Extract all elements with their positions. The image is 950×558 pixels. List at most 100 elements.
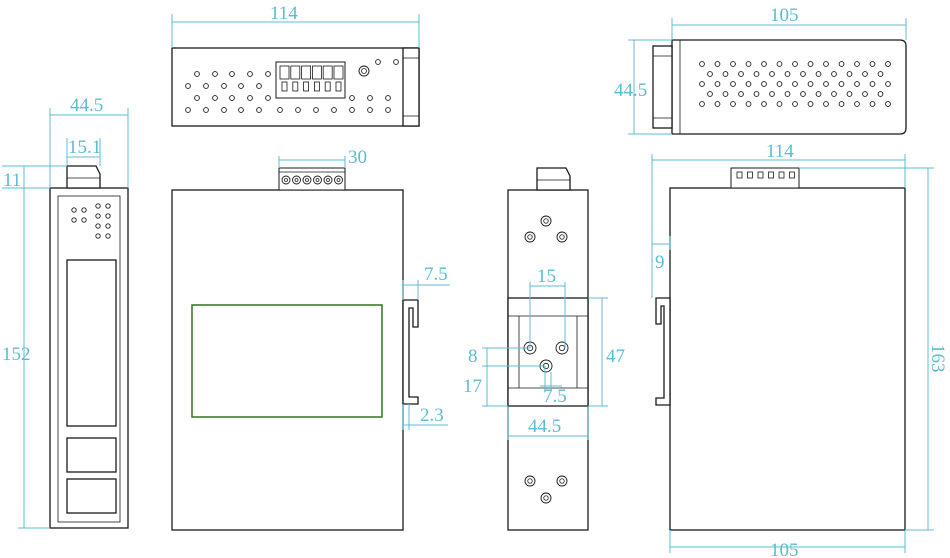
vent-hole — [707, 91, 713, 97]
vent-hole — [784, 71, 791, 77]
vent-hole — [815, 91, 822, 97]
terminal-pin — [335, 81, 342, 92]
vent-hole — [722, 71, 729, 77]
screw-hole — [524, 475, 536, 487]
vent-hole — [745, 81, 752, 87]
vent-hole — [815, 71, 822, 77]
vent-hole — [221, 83, 227, 89]
vent-hole — [854, 101, 860, 107]
dim-label-rear-15: 15 — [537, 266, 556, 287]
dim-label-right-114: 114 — [766, 141, 794, 162]
vent-hole — [349, 107, 355, 113]
terminal-slot — [290, 65, 301, 80]
vent-hole — [877, 71, 884, 77]
terminal-screw-center — [294, 178, 299, 182]
vent-hole — [277, 107, 283, 113]
vent-hole — [194, 71, 200, 77]
vent-hole — [722, 91, 729, 97]
vent-hole — [699, 61, 705, 67]
terminal-slot — [311, 65, 322, 80]
vent-hole — [238, 83, 244, 89]
vent-hole — [776, 61, 783, 67]
dim-label-rear-44-5: 44.5 — [528, 416, 561, 437]
vent-hole — [265, 95, 271, 101]
rear-view-connector — [536, 167, 571, 191]
terminal-pin — [778, 171, 785, 179]
vent-hole — [769, 91, 775, 97]
vent-hole — [838, 61, 845, 67]
vent-hole — [831, 91, 837, 97]
terminal-screw-center — [284, 178, 288, 182]
top-right-vent-holes — [699, 61, 891, 107]
led-dot — [71, 207, 77, 213]
vent-hole — [838, 81, 845, 87]
right-view-body — [669, 187, 906, 531]
screw-hole — [555, 341, 569, 355]
dim-label-rear-7-5: 7.5 — [543, 386, 567, 407]
rear-view-screw-holes — [523, 215, 569, 504]
screw-hole-center — [527, 234, 533, 240]
dim-label-front-2-3: 2.3 — [420, 405, 444, 426]
terminal-slot — [301, 65, 312, 80]
dim-label-right-105: 105 — [770, 540, 799, 558]
right-view-terminal-pins — [736, 171, 795, 179]
top-view-vent-holes — [185, 59, 399, 113]
side-view: 44.5 15.1 11 152 — [2, 95, 129, 529]
vent-hole — [265, 71, 271, 77]
terminal-pin — [736, 171, 743, 179]
terminal-pin — [768, 171, 774, 179]
terminal-pin — [313, 81, 320, 92]
vent-hole — [247, 95, 253, 101]
front-view-rail-clip — [402, 299, 419, 405]
top-view-terminal-block — [275, 61, 346, 99]
vent-hole — [800, 71, 806, 77]
vent-hole — [761, 61, 767, 67]
vent-hole — [730, 61, 736, 67]
terminal-pin — [303, 81, 310, 92]
dim-label-right-163: 163 — [927, 344, 948, 373]
top-view-terminal-slots — [279, 65, 344, 92]
vent-hole — [375, 59, 381, 65]
vent-hole — [221, 107, 227, 113]
terminal-screw — [313, 175, 322, 185]
vent-hole — [203, 83, 209, 89]
vent-hole — [295, 107, 301, 113]
vent-hole — [753, 71, 760, 77]
top-view-cap-lines — [403, 57, 419, 117]
vent-hole — [256, 83, 262, 89]
vent-hole — [823, 81, 829, 87]
terminal-screw-center — [326, 178, 330, 182]
side-view-led-dots — [71, 203, 111, 239]
vent-hole — [707, 71, 713, 77]
dim-label-front-30: 30 — [348, 147, 367, 168]
vent-hole — [699, 101, 705, 107]
vent-hole — [730, 81, 736, 87]
dim-label-side-44-5: 44.5 — [70, 95, 103, 116]
terminal-screw — [334, 175, 343, 185]
side-view-port-1 — [66, 437, 117, 473]
led-dot — [95, 213, 101, 219]
led-dot — [95, 203, 101, 209]
front-view: 30 7.5 2.3 — [171, 147, 450, 531]
terminal-pin — [757, 171, 764, 179]
led-dot — [95, 223, 101, 229]
vent-hole — [862, 71, 868, 77]
vent-hole — [385, 95, 391, 101]
vent-hole — [349, 95, 355, 101]
screw-hole-center — [527, 478, 533, 484]
terminal-screw — [302, 175, 312, 185]
top-view-led-inner — [361, 68, 367, 74]
vent-hole — [823, 61, 829, 67]
vent-hole — [229, 71, 235, 77]
vent-hole — [792, 61, 798, 67]
vent-hole — [823, 101, 829, 107]
screw-hole — [540, 215, 552, 227]
vent-hole — [846, 71, 853, 77]
vent-hole — [313, 107, 319, 113]
screw-hole — [556, 475, 568, 487]
terminal-screw — [323, 175, 333, 185]
vent-hole — [877, 91, 884, 97]
top-right-body — [671, 39, 907, 135]
vent-hole — [714, 81, 721, 87]
vent-hole — [761, 81, 767, 87]
